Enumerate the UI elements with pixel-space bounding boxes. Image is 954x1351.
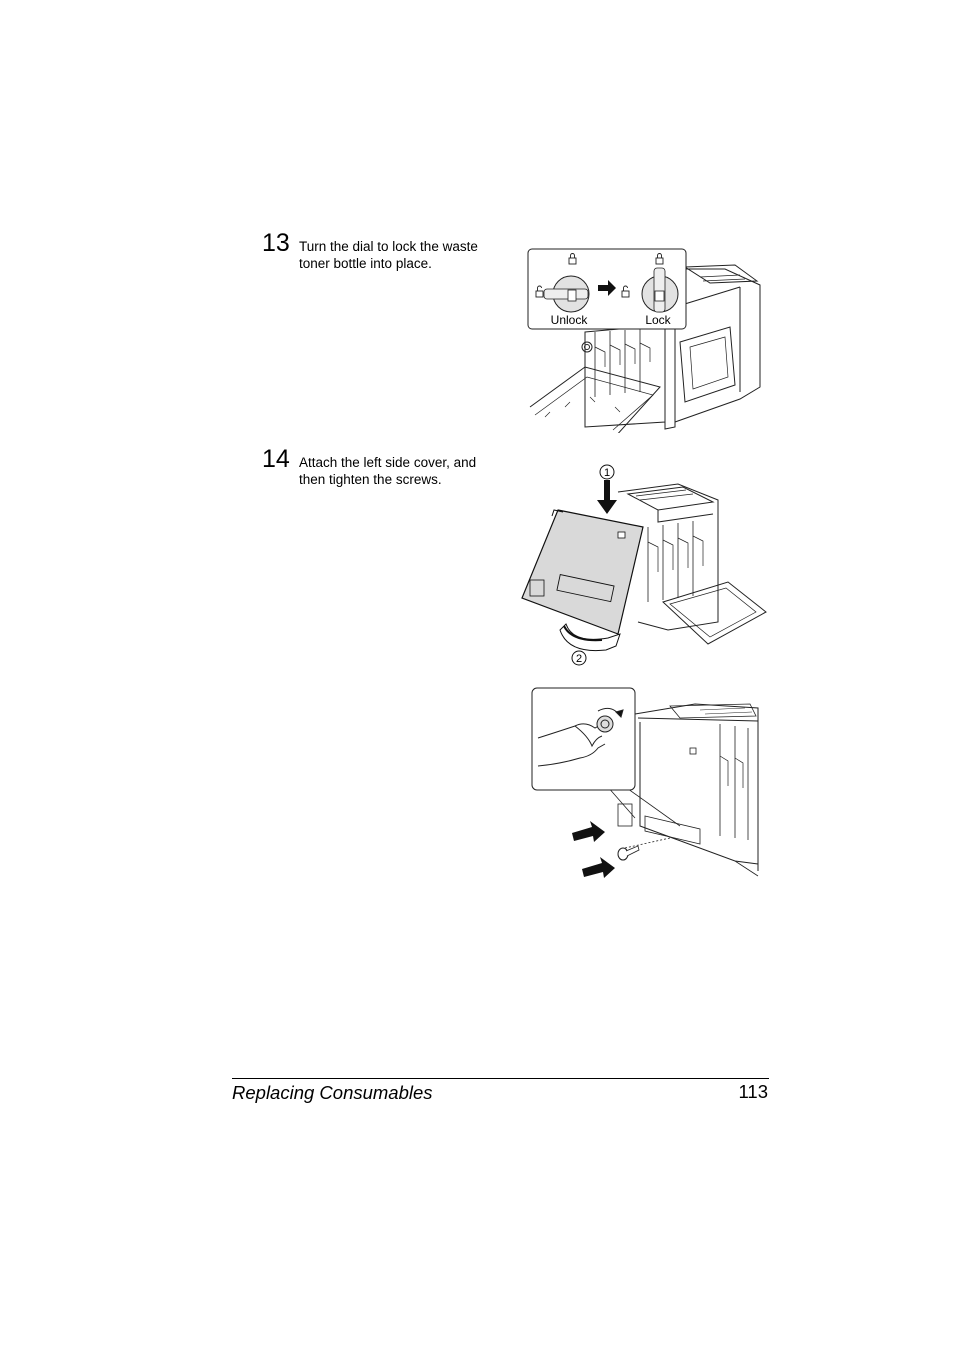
push-arrow-icon	[572, 821, 605, 842]
unlock-dial-icon	[543, 275, 590, 313]
callout-2: 2	[576, 653, 582, 665]
lock-label: Lock	[645, 313, 671, 327]
attach-cover-illustration: 1 2	[521, 464, 767, 666]
open-padlock-icon	[535, 285, 544, 298]
footer-section-title: Replacing Consumables	[232, 1082, 433, 1103]
step-number: 14	[262, 445, 290, 473]
page-number: 113	[738, 1081, 769, 1102]
hand-turning-screw-icon	[537, 707, 624, 767]
dial-lock-illustration: Unlock Lock	[527, 248, 761, 433]
screw-icon	[617, 837, 671, 861]
padlock-icon	[655, 253, 664, 265]
callout-1: 1	[604, 467, 610, 479]
lock-dial-icon	[641, 267, 679, 313]
step-number: 13	[262, 229, 290, 257]
side-cover-panel	[521, 509, 644, 635]
step-instruction-line: Attach the left side cover, and	[299, 455, 477, 470]
arrow-down-icon	[597, 480, 617, 514]
step-instruction-line: toner bottle into place.	[299, 256, 432, 271]
curved-arrow-icon	[559, 623, 621, 652]
footer-rule	[232, 1078, 769, 1079]
padlock-icon	[568, 253, 577, 265]
step-instruction: Turn the dial to lock the waste toner bo…	[299, 238, 499, 272]
open-padlock-icon	[621, 285, 630, 298]
step-instruction: Attach the left side cover, and then tig…	[299, 454, 499, 488]
arrow-right-icon	[598, 280, 616, 296]
unlock-label: Unlock	[551, 313, 589, 327]
step-instruction-line: then tighten the screws.	[299, 472, 442, 487]
tighten-screws-illustration	[531, 687, 759, 878]
step-instruction-line: Turn the dial to lock the waste	[299, 239, 478, 254]
push-arrow-icon	[582, 857, 615, 878]
